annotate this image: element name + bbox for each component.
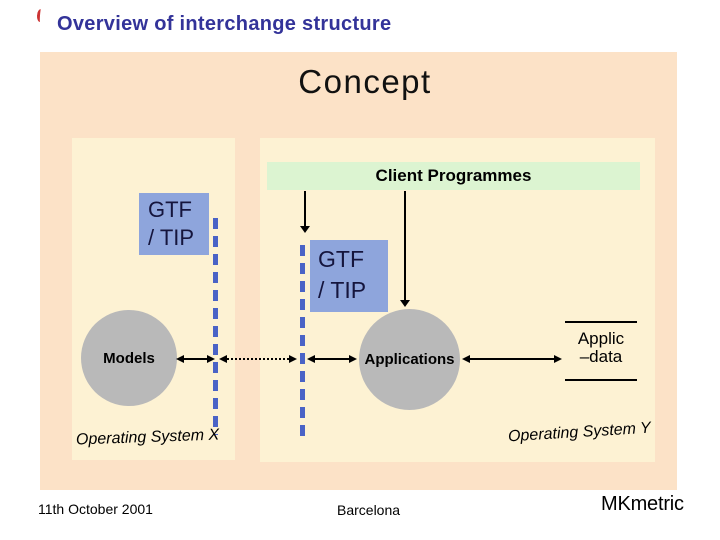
gtf-tip-box-right: GTF / TIP <box>310 240 388 312</box>
arrow-models-to-boundary <box>176 355 215 363</box>
applications-label: Applications <box>364 351 455 368</box>
arrow-client-to-applications <box>400 191 410 307</box>
applic-data-store: Applic –data <box>560 330 642 366</box>
gtf-tip-box-left: GTF / TIP <box>139 193 209 255</box>
footer-location: Barcelona <box>337 502 401 518</box>
applications-circle: Applications <box>359 309 460 410</box>
gtf-tip-left-line1: GTF <box>148 197 192 222</box>
dashed-boundary-right <box>300 245 305 440</box>
models-label: Models <box>103 349 155 367</box>
applic-data-top-line <box>565 321 637 323</box>
footer-date: 11th October 2001 <box>38 501 153 517</box>
concept-heading: Concept <box>298 63 432 100</box>
arrow-boundary-to-applications <box>307 355 357 363</box>
left-os-panel <box>72 138 235 460</box>
dashed-boundary-left <box>213 218 218 435</box>
red-artifact-mark <box>36 8 43 23</box>
arrow-applications-to-data <box>462 355 562 363</box>
gtf-tip-left-line2: / TIP <box>148 225 195 250</box>
applic-data-line2: –data <box>579 347 623 366</box>
models-circle: Models <box>81 310 177 406</box>
gtf-tip-right-line1: GTF <box>318 246 364 272</box>
gtf-tip-right-line2: / TIP <box>318 277 367 303</box>
footer-brand: MKmetric <box>601 493 684 515</box>
client-programmes-bar: Client Programmes <box>267 162 640 190</box>
applic-data-line1: Applic <box>577 329 625 348</box>
arrow-boundary-dotted <box>219 355 297 363</box>
applic-data-bottom-line <box>565 379 637 381</box>
arrow-client-to-gtf <box>300 191 310 233</box>
slide-title: Overview of interchange structure <box>57 13 392 35</box>
